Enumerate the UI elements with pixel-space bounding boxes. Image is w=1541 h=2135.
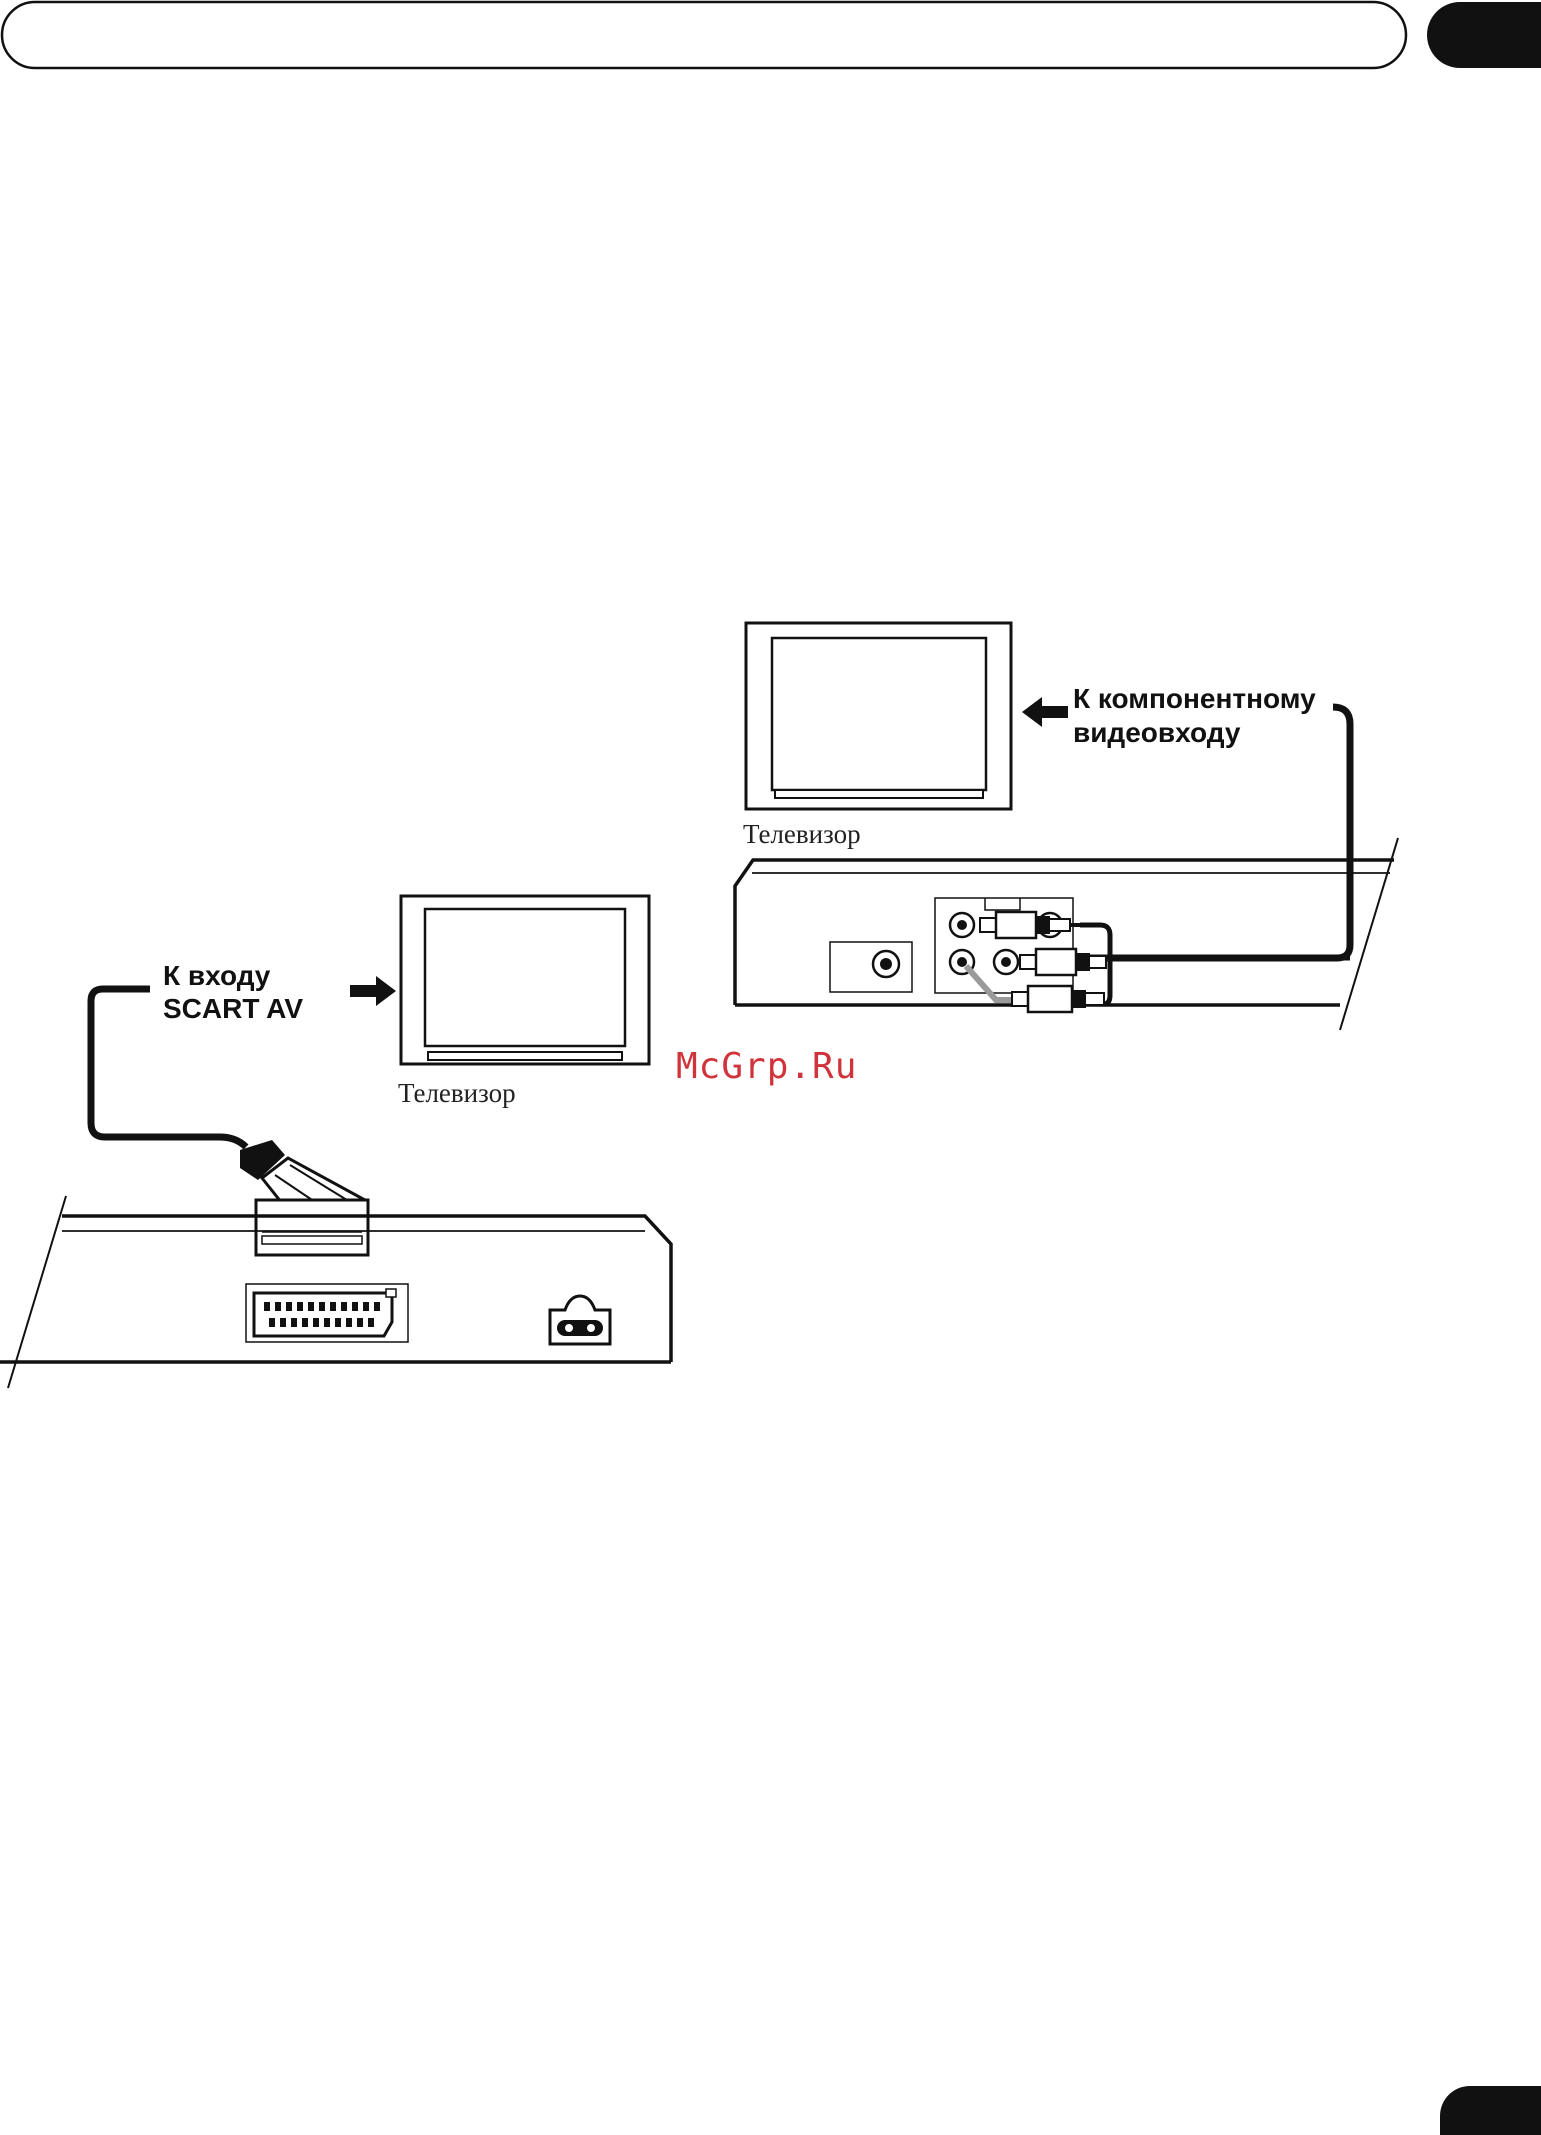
tv-right-label: Телевизор bbox=[743, 819, 861, 849]
player-right bbox=[735, 838, 1398, 1030]
scart-socket bbox=[254, 1293, 392, 1336]
tv-left-stand bbox=[428, 1052, 622, 1060]
scart-plug bbox=[240, 1140, 368, 1255]
power-inlet bbox=[550, 1296, 610, 1344]
page-number-tab bbox=[1440, 2086, 1541, 2135]
tv-right bbox=[746, 623, 1011, 809]
tv-left-screen bbox=[425, 909, 625, 1046]
tv-right-stand bbox=[775, 790, 983, 798]
tv-left bbox=[401, 896, 649, 1064]
component-label-line1: К компонентному bbox=[1073, 682, 1316, 715]
scart-label-line1: К входу bbox=[163, 959, 270, 992]
tv-left-label: Телевизор bbox=[398, 1078, 516, 1108]
arrow-left-icon bbox=[1022, 697, 1068, 727]
scart-label-line2: SCART AV bbox=[163, 992, 303, 1025]
scart-socket-icon bbox=[386, 1289, 396, 1297]
arrow-right-icon bbox=[350, 976, 396, 1006]
component-label-line2: видеовходу bbox=[1073, 716, 1240, 749]
watermark-text: McGrp.Ru bbox=[676, 1046, 857, 1087]
tv-right-screen bbox=[772, 638, 986, 790]
